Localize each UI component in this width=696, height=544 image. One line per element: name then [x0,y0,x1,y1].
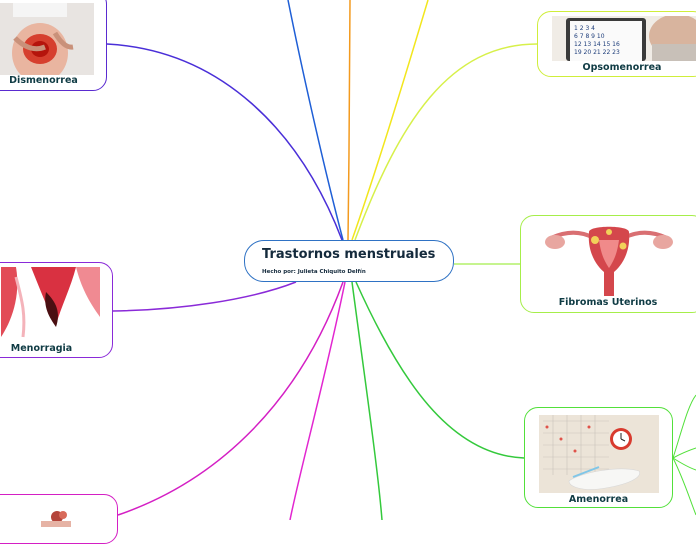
link-orange-top [347,0,351,241]
uterus-fibroid-image [539,220,679,298]
svg-text:1 2 3 4: 1 2 3 4 [574,25,595,32]
link-opsomenorrea [354,43,538,241]
link-green-bottom [351,281,383,520]
link-amenorrea-sub-1 [672,394,696,459]
svg-text:19 20 21 22 23: 19 20 21 22 23 [574,49,620,56]
link-amenorrea-sub-3 [672,457,696,471]
node-menorragia[interactable]: Menorragia [0,262,113,358]
bleeding-tissue-image [1,267,100,343]
abdominal-pain-image [0,3,94,75]
node-opsomenorrea[interactable]: 1 2 3 4 6 7 8 9 10 12 13 14 15 16 19 20 … [537,11,696,77]
node-bottom-left-partial[interactable] [0,494,118,544]
central-topic[interactable]: Trastornos menstruales Hecho por: Juliet… [244,240,454,282]
central-subtitle: Hecho por: Julieta Chiquito Delfín [262,269,366,275]
amenorrea-label: Amenorrea [568,494,629,505]
dismenorrea-label: Dismenorrea [9,75,78,86]
connection-lines [106,0,696,520]
link-yellow-top [351,0,429,241]
link-amenorrea [355,281,525,459]
svg-text:12 13 14 15 16: 12 13 14 15 16 [574,41,620,48]
link-magenta-bottom [289,281,346,520]
menorragia-label: Menorragia [10,343,73,354]
calendar-tablet-image: 1 2 3 4 6 7 8 9 10 12 13 14 15 16 19 20 … [552,16,696,61]
link-dismenorrea [106,43,343,241]
svg-text:6 7 8 9 10: 6 7 8 9 10 [574,33,605,40]
link-blue-top [287,0,344,241]
central-title: Trastornos menstruales [262,247,436,262]
node-dismenorrea[interactable]: Dismenorrea [0,0,107,91]
opsomenorrea-label: Opsomenorrea [582,62,662,73]
partial-figure-image [31,507,81,527]
link-menorragia [112,281,297,312]
calendar-clock-pad-image [539,415,659,493]
link-amenorrea-sub-4 [672,457,696,516]
link-magenta-bottomleft [117,281,344,516]
node-fibromas-uterinos[interactable]: Fibromas Uterinos [520,215,696,313]
node-amenorrea[interactable]: Amenorrea [524,407,673,508]
fibromas-label: Fibromas Uterinos [558,297,658,308]
link-amenorrea-sub-2 [672,447,696,459]
